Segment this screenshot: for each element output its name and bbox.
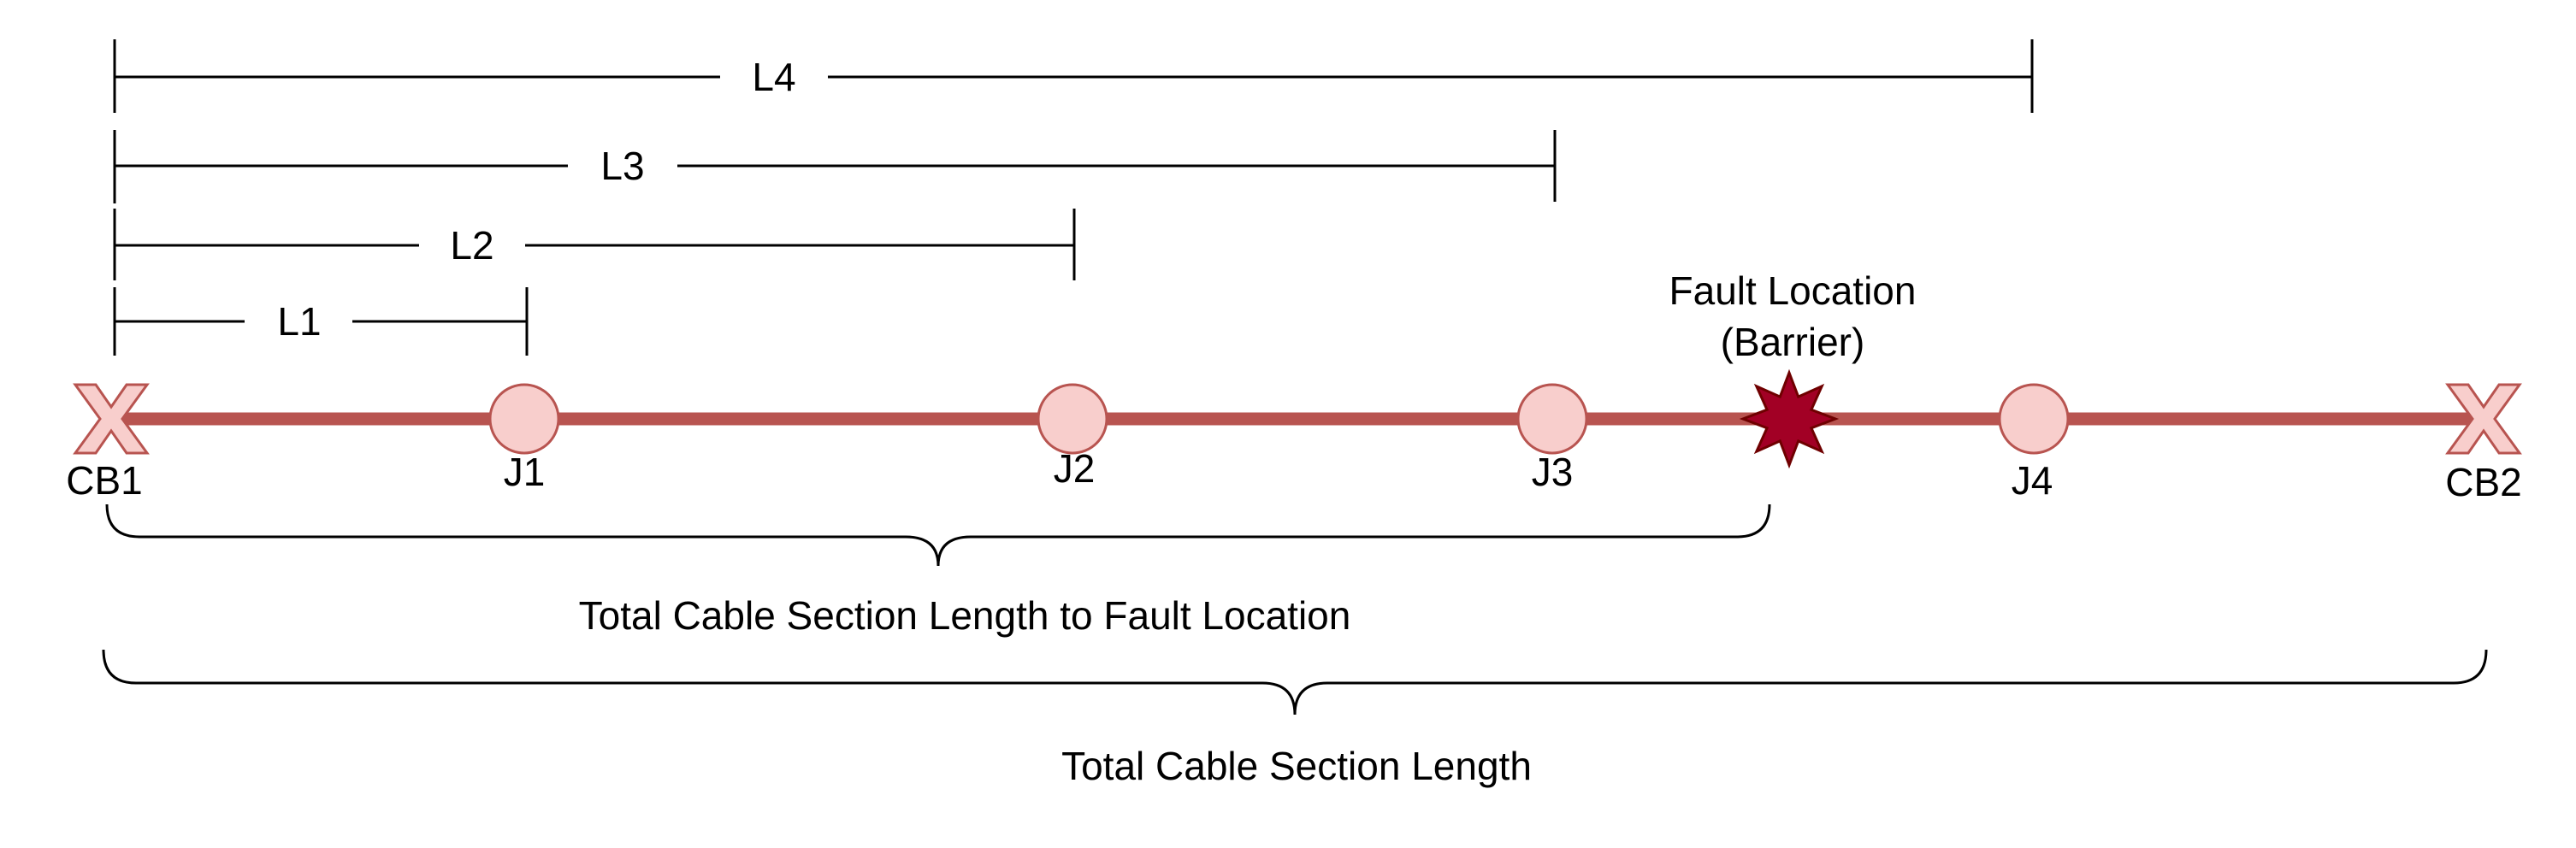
- dimension-l1: L1: [113, 287, 529, 356]
- cb1-breaker-icon: [73, 383, 150, 455]
- node-label-cb2: CB2: [2445, 460, 2521, 504]
- fault-starburst-icon: [1739, 368, 1840, 469]
- dimension-l3: L3: [113, 130, 1557, 203]
- joint-j3-icon: [1516, 383, 1588, 455]
- node-label-j2: J2: [1054, 446, 1096, 491]
- brace-to-fault: [105, 504, 1771, 567]
- node-label-j1: J1: [504, 450, 546, 494]
- dimension-label-l1: L1: [277, 299, 321, 344]
- joint-j2-icon: [1037, 383, 1108, 455]
- joint-j1-icon: [488, 383, 560, 455]
- brace-label-total: Total Cable Section Length: [1061, 744, 1532, 788]
- fault-label-line1: Fault Location: [1669, 268, 1917, 313]
- brace-label-to-fault: Total Cable Section Length to Fault Loca…: [579, 593, 1351, 638]
- dimension-l4: L4: [113, 39, 2034, 113]
- joint-j4-icon: [1998, 383, 2070, 455]
- dimension-l2: L2: [113, 209, 1076, 280]
- node-label-j4: J4: [2012, 458, 2053, 503]
- dimension-label-l4: L4: [752, 55, 795, 99]
- dimension-label-l2: L2: [450, 223, 493, 268]
- dimension-label-l3: L3: [600, 144, 644, 188]
- node-label-j3: J3: [1532, 450, 1574, 494]
- cb2-breaker-icon: [2445, 383, 2522, 455]
- fault-label-line2: (Barrier): [1721, 320, 1865, 364]
- brace-total: [102, 649, 2488, 716]
- node-label-cb1: CB1: [66, 458, 142, 503]
